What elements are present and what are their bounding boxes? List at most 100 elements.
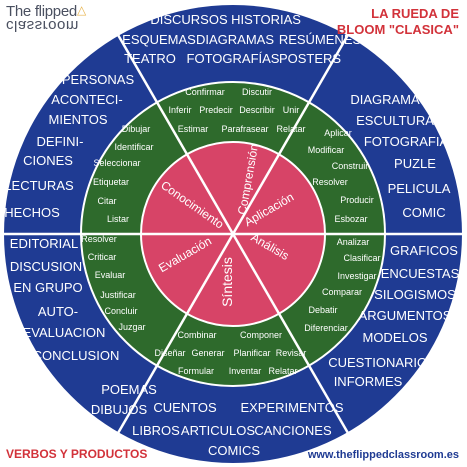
- product: ENCUESTAS: [381, 266, 460, 281]
- product: HISTORIAS: [231, 12, 301, 27]
- verbs-comprension: Confirmar Discutir Inferir Predecir Desc…: [168, 87, 305, 134]
- product: CONCLUSION: [33, 348, 120, 363]
- product: POEMAS: [101, 382, 157, 397]
- product: PUZLE: [394, 156, 436, 171]
- product: DEFINI-: [37, 134, 84, 149]
- product: FOTOGRAFIA: [364, 134, 449, 149]
- product: ARTICULOS: [181, 423, 255, 438]
- product: EVALUACION: [23, 325, 106, 340]
- product: LECTURAS: [4, 178, 74, 193]
- verb: Resolver: [81, 234, 117, 244]
- verb: Debatir: [308, 305, 337, 315]
- verb: Concluir: [104, 306, 137, 316]
- sector-divider-line: [116, 34, 235, 235]
- product: DIAGRAMAS: [196, 32, 274, 47]
- verb: Listar: [107, 214, 129, 224]
- products-bottom: POEMAS CUENTOS EXPERIMENTOS DIBUJOS LIBR…: [91, 382, 344, 458]
- verb: Discutir: [242, 87, 272, 97]
- product: MODELOS: [362, 330, 427, 345]
- footer-caption: VERBOS Y PRODUCTOS: [6, 447, 148, 461]
- verb: Parafrasear: [221, 124, 268, 134]
- verb: Combinar: [177, 330, 216, 340]
- verb: Seleccionar: [93, 158, 140, 168]
- verb: Clasificar: [343, 253, 380, 263]
- verb: Justificar: [100, 290, 136, 300]
- verb: Esbozar: [334, 214, 367, 224]
- product: INFORMES: [334, 374, 403, 389]
- product: COMICS: [208, 443, 260, 458]
- verb: Inferir: [168, 105, 191, 115]
- products-right-bottom: GRAFICOS ENCUESTAS SILOGISMOS ARGUMENTOS…: [328, 243, 459, 389]
- verb: Criticar: [88, 252, 117, 262]
- product: DISCUSION: [10, 259, 82, 274]
- product: ARGUMENTOS: [359, 308, 452, 323]
- product: PERSONAS: [62, 72, 135, 87]
- verb: Etiquetar: [93, 177, 129, 187]
- product: DIAGRAMA: [350, 92, 420, 107]
- verbs-sintesis: Combinar Componer Diseñar Generar Planif…: [154, 330, 306, 376]
- verb: Unir: [283, 105, 300, 115]
- products-left-top: PERSONAS ACONTECI- MIENTOS DEFINI- CIONE…: [4, 72, 134, 220]
- verb: Analizar: [337, 237, 370, 247]
- sector-divider-line: [116, 233, 235, 434]
- verb: Aplicar: [324, 128, 352, 138]
- product: GRAFICOS: [390, 243, 458, 258]
- products-top: DISCURSOS HISTORIAS ESQUEMAS DIAGRAMAS R…: [122, 12, 361, 66]
- product: DIBUJOS: [91, 402, 148, 417]
- verb: Generar: [191, 348, 224, 358]
- verb: Confirmar: [185, 87, 225, 97]
- products-right-top: DIAGRAMA ESCULTURA FOTOGRAFIA PUZLE PELI…: [350, 92, 450, 220]
- product: ESCULTURA: [356, 113, 434, 128]
- verb: Citar: [97, 196, 116, 206]
- product: EN GRUPO: [13, 280, 82, 295]
- product: PELICULA: [388, 181, 451, 196]
- sector-divider-line: [231, 34, 350, 235]
- verb: Relatar: [268, 366, 297, 376]
- product: SILOGISMOS: [374, 287, 456, 302]
- verb: Identificar: [114, 142, 153, 152]
- page-title-line1: LA RUEDA DE: [371, 6, 459, 21]
- verb: Investigar: [337, 271, 376, 281]
- verb: Comparar: [322, 287, 362, 297]
- product: EXPERIMENTOS: [240, 400, 343, 415]
- verb: Dibujar: [122, 124, 151, 134]
- product: CANCIONES: [254, 423, 332, 438]
- verb: Juzgar: [118, 322, 145, 332]
- lightbulb-icon: △: [77, 3, 87, 17]
- product: COMIC: [402, 205, 445, 220]
- verb: Formular: [178, 366, 214, 376]
- product: AUTO-: [38, 304, 78, 319]
- product: EDITORIAL: [10, 236, 78, 251]
- product: TEATRO: [124, 51, 176, 66]
- product: HECHOS: [4, 205, 60, 220]
- verb: Construir: [332, 161, 369, 171]
- footer-url-link[interactable]: www.theflippedclassroom.es: [307, 449, 459, 461]
- verb: Describir: [239, 105, 275, 115]
- verb: Resolver: [312, 177, 348, 187]
- verb: Estimar: [178, 124, 209, 134]
- sector-dividers: [3, 34, 463, 434]
- product: FOTOGRAFÍAS: [187, 51, 280, 66]
- product: LIBROS: [132, 423, 180, 438]
- product: MIENTOS: [49, 112, 108, 127]
- verb: Relatar: [276, 124, 305, 134]
- level-sintesis: Síntesis: [219, 257, 235, 307]
- verb: Producir: [340, 195, 374, 205]
- product: RESÚMENES: [279, 32, 362, 47]
- product: ACONTECI-: [51, 92, 123, 107]
- products-left-bottom: EDITORIAL DISCUSION EN GRUPO AUTO- EVALU…: [10, 236, 120, 363]
- verbs-aplicacion: Aplicar Modificar Construir Resolver Pro…: [308, 128, 374, 224]
- product: CUENTOS: [153, 400, 217, 415]
- brand-logo-line2: classroom: [6, 17, 79, 34]
- page-title-line2: BLOOM "CLASICA": [336, 22, 459, 37]
- verb: Predecir: [199, 105, 233, 115]
- verb: Modificar: [308, 145, 345, 155]
- verb: Diseñar: [154, 348, 185, 358]
- sector-divider-line: [231, 233, 350, 434]
- verb: Inventar: [229, 366, 262, 376]
- verbs-conocimiento: Dibujar Identificar Seleccionar Etiqueta…: [93, 124, 154, 224]
- product: DISCURSOS: [150, 12, 228, 27]
- verb: Planificar: [233, 348, 270, 358]
- product: ESQUEMAS: [122, 32, 196, 47]
